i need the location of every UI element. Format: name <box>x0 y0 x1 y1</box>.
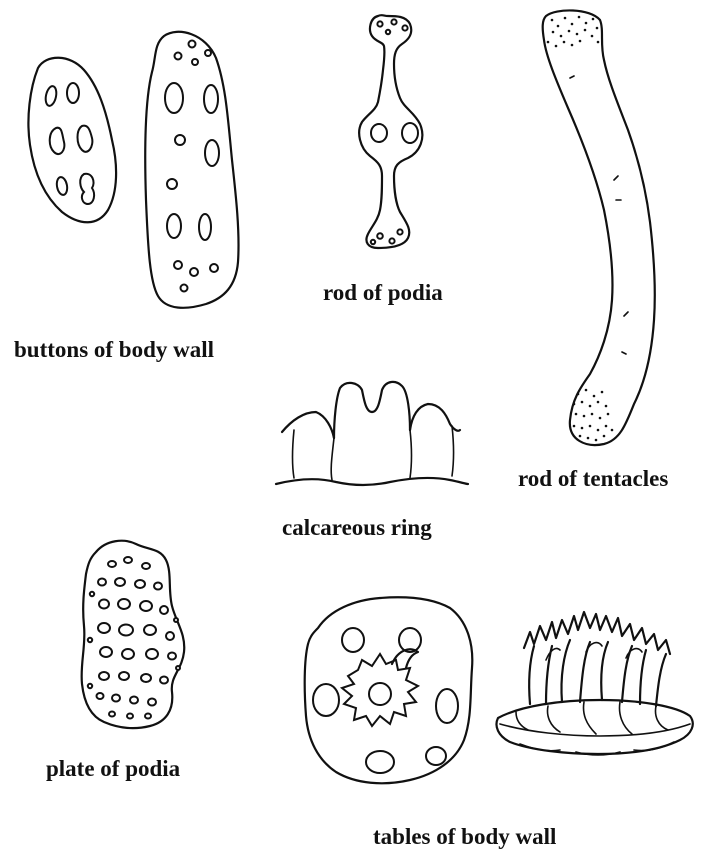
calcareous-ring-illustration <box>276 382 468 485</box>
label-calcareous-ring: calcareous ring <box>282 516 432 539</box>
rod-of-podia-ossicle <box>359 15 422 248</box>
label-plate-of-podia: plate of podia <box>46 757 180 780</box>
plate-of-podia-ossicle <box>82 541 185 728</box>
table-disc-top-view <box>305 597 473 783</box>
rod-of-tentacles-ossicle <box>543 10 655 445</box>
label-rod-of-podia: rod of podia <box>323 281 443 304</box>
small-button-ossicle <box>28 58 116 223</box>
large-button-ossicle <box>145 32 238 308</box>
plate-of-podia-perforations <box>88 557 180 719</box>
table-side-view <box>497 612 693 755</box>
label-rod-of-tentacles: rod of tentacles <box>518 467 668 490</box>
tentacle-rod-granules-bottom <box>573 389 614 442</box>
label-buttons-of-body-wall: buttons of body wall <box>14 338 214 361</box>
tentacle-rod-granules-top <box>547 16 600 48</box>
label-tables-of-body-wall: tables of body wall <box>373 825 556 848</box>
